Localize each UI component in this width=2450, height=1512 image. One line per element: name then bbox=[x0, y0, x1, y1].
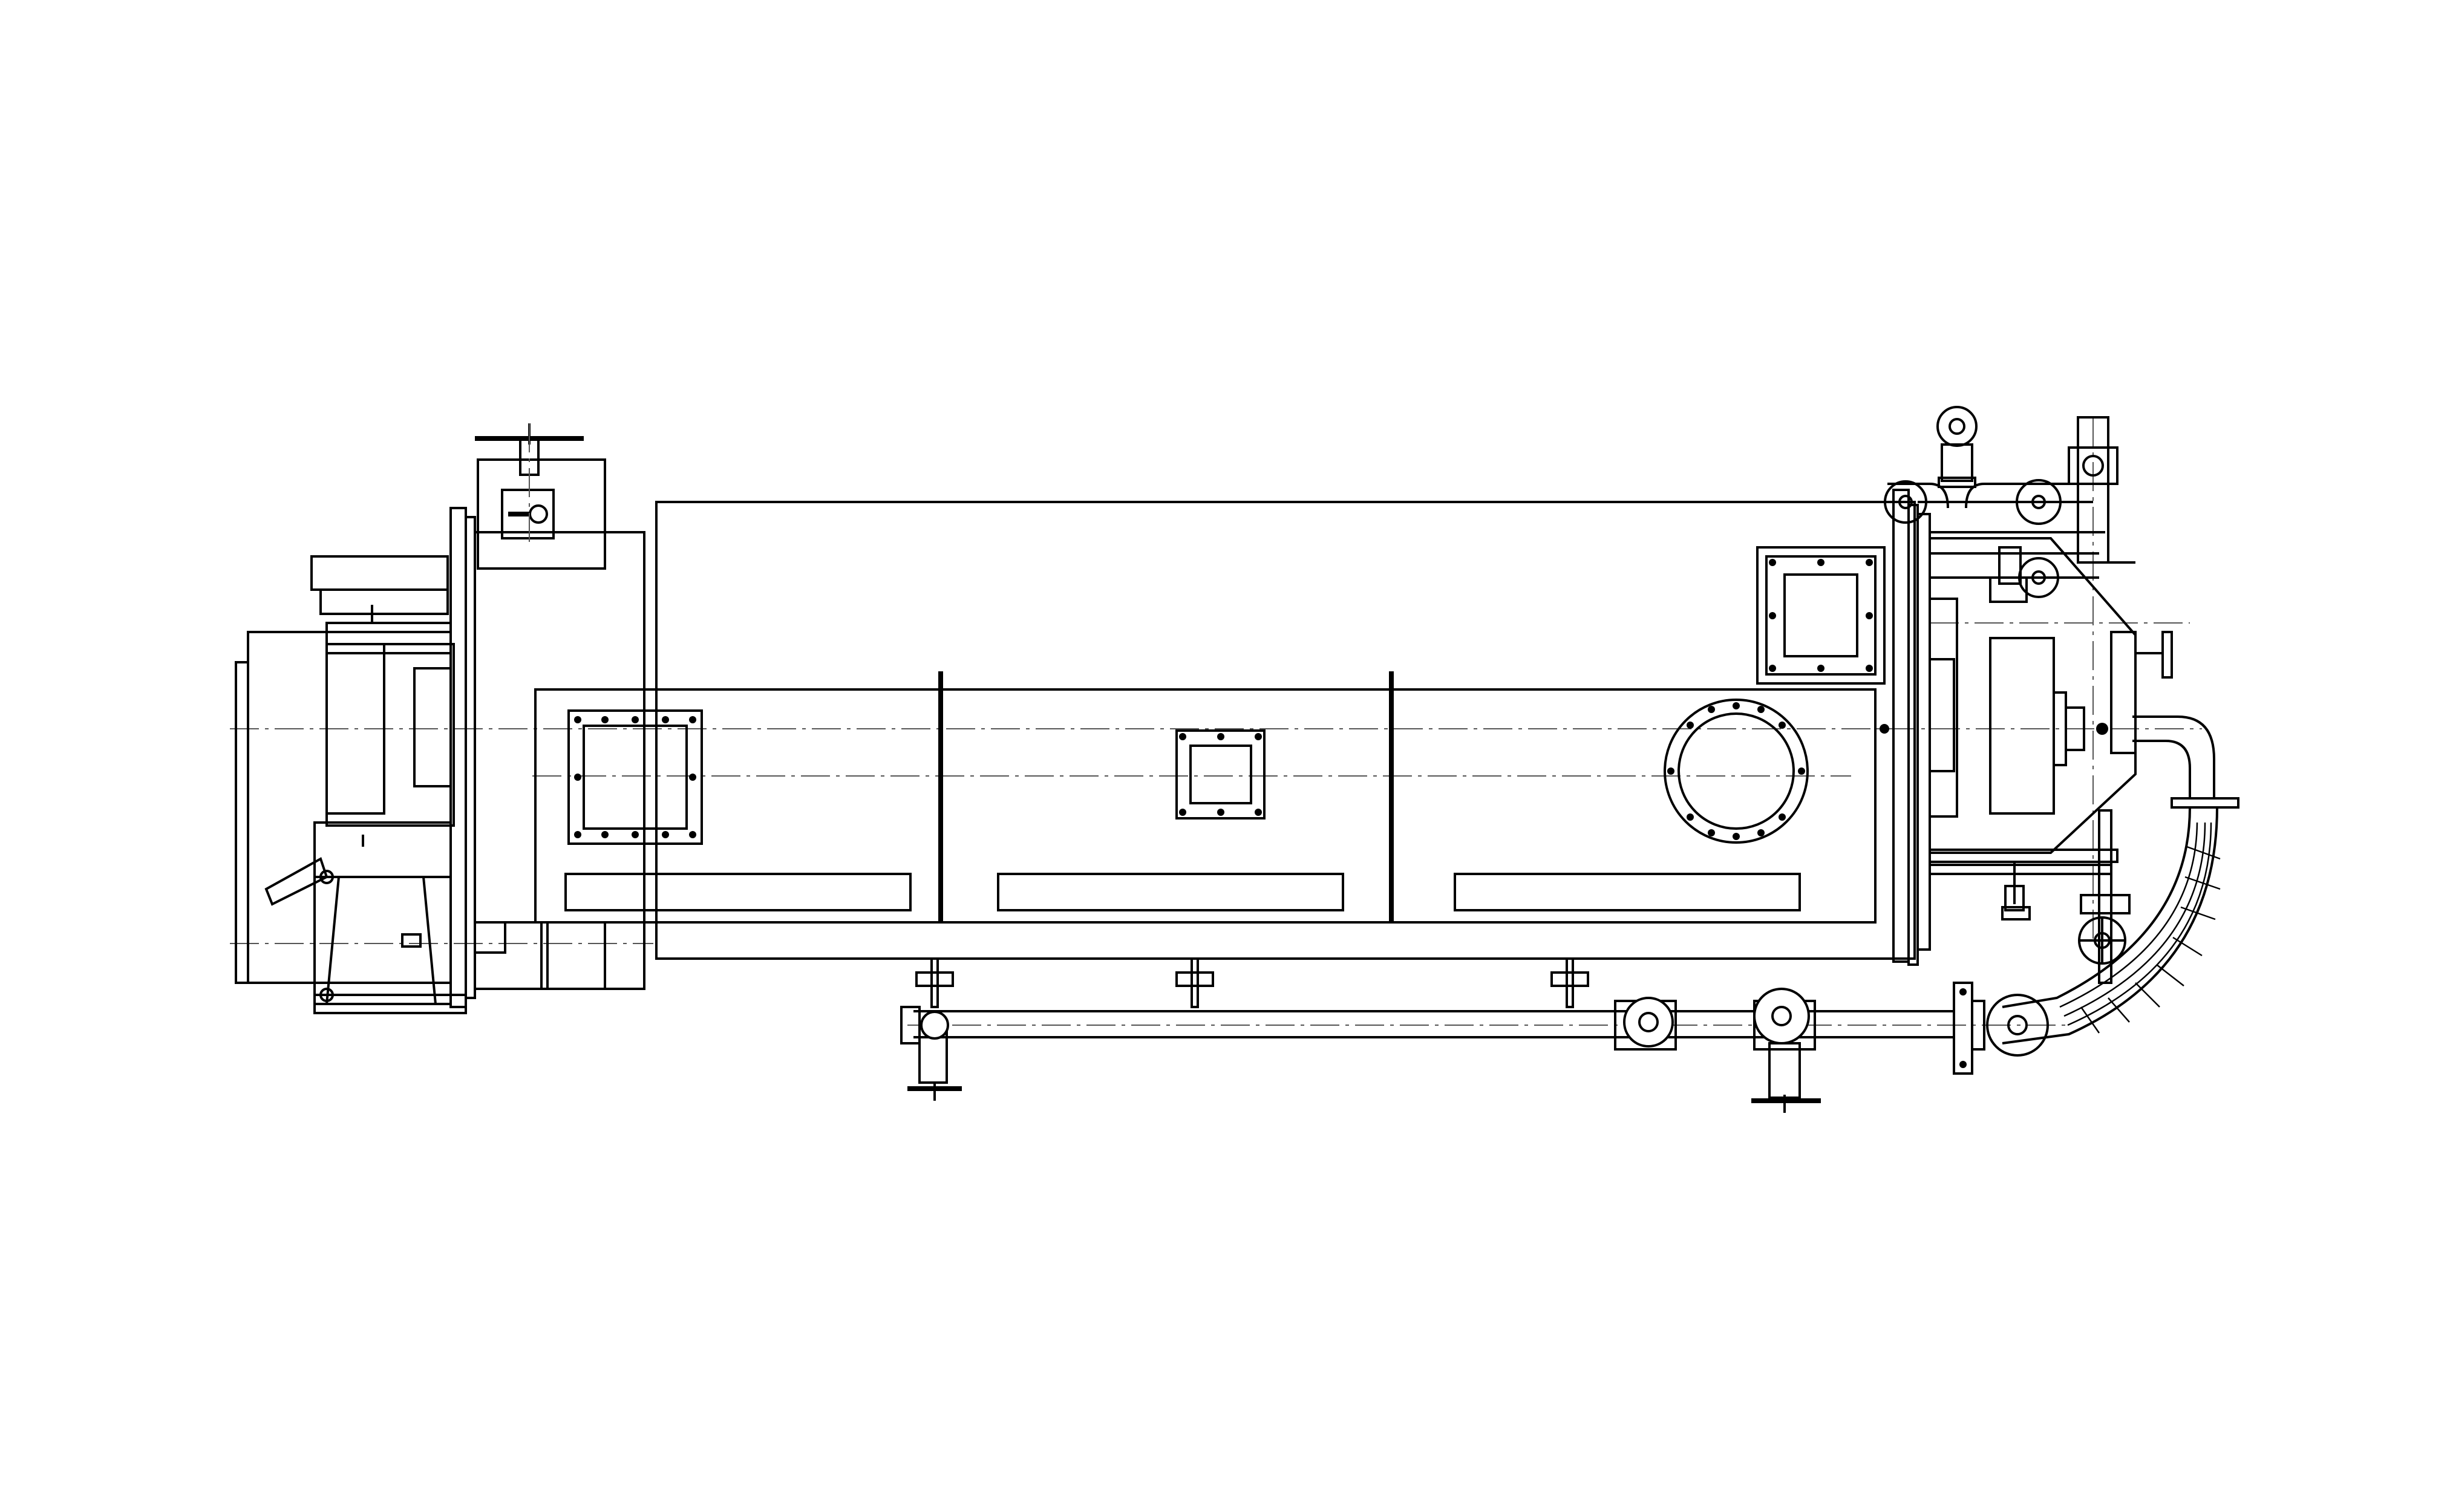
front-door-assembly bbox=[1892, 489, 2137, 966]
upper-right-piping bbox=[1884, 406, 2173, 754]
burner-flange bbox=[449, 507, 645, 1008]
bottom-header-pipe bbox=[900, 957, 1954, 1113]
flexible-hose bbox=[2002, 715, 2239, 1044]
inspection-hatch-center bbox=[1175, 729, 1266, 820]
lower-right-piping bbox=[1929, 809, 2131, 984]
inlet-flange bbox=[1953, 982, 2049, 1075]
center-lines bbox=[230, 417, 2202, 1026]
main-boiler-shell bbox=[534, 501, 1916, 960]
round-manhole bbox=[1664, 699, 1809, 844]
top-valve-box bbox=[475, 423, 606, 570]
inspection-hatch-left bbox=[567, 709, 703, 845]
burner-assembly bbox=[235, 555, 467, 1014]
inspection-hatch-upper-right bbox=[1756, 546, 1886, 685]
